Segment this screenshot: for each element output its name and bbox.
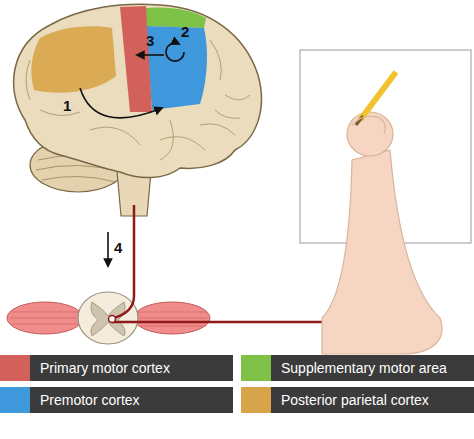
primary-motor-region: [120, 6, 152, 112]
callout-number: 1: [63, 98, 71, 114]
arrow-parietal-to-premotor: [80, 88, 162, 118]
legend-item: Premotor cortex: [0, 387, 233, 413]
hand: [347, 112, 393, 156]
legend-bar: Posterior parietal cortex: [271, 387, 474, 413]
posterior-parietal-region: [31, 26, 116, 93]
legend-item: Supplementary motor area: [241, 355, 474, 381]
legend-bar: Primary motor cortex: [30, 355, 233, 381]
pencil: [360, 72, 396, 120]
legend-label: Supplementary motor area: [281, 360, 447, 376]
brain-gyri: [26, 40, 250, 160]
legend-item: Posterior parietal cortex: [241, 387, 474, 413]
supplementary-motor-region: [146, 7, 206, 28]
spinal-cord: [78, 292, 138, 344]
loop-arrow-premotor: [166, 43, 184, 61]
muscle-left: [7, 302, 83, 334]
muscle-right: [134, 302, 210, 334]
legend-label: Primary motor cortex: [40, 360, 170, 376]
grey-matter: [91, 302, 125, 336]
callout-number: 3: [146, 33, 154, 49]
arrow-descending: [107, 232, 109, 266]
motor-nerve: [112, 321, 330, 324]
legend-label: Premotor cortex: [40, 392, 140, 408]
legend-swatch: [0, 355, 30, 381]
legend-item: Primary motor cortex: [0, 355, 233, 381]
legend-swatch: [241, 355, 271, 381]
fingers: [352, 116, 385, 134]
legend-label: Posterior parietal cortex: [281, 392, 429, 408]
synapse: [109, 316, 116, 323]
callout-number: 4: [114, 240, 122, 256]
callout-number: 2: [181, 24, 189, 40]
cerebrum: [14, 4, 262, 177]
premotor-region: [146, 26, 207, 110]
legend-bar: Premotor cortex: [30, 387, 233, 413]
arrow-premotor-to-motor: [137, 54, 164, 56]
legend-swatch: [241, 387, 271, 413]
descending-motor-tract: [114, 205, 134, 318]
legend-bar: Supplementary motor area: [271, 355, 474, 381]
legend-swatch: [0, 387, 30, 413]
arm: [322, 150, 442, 354]
